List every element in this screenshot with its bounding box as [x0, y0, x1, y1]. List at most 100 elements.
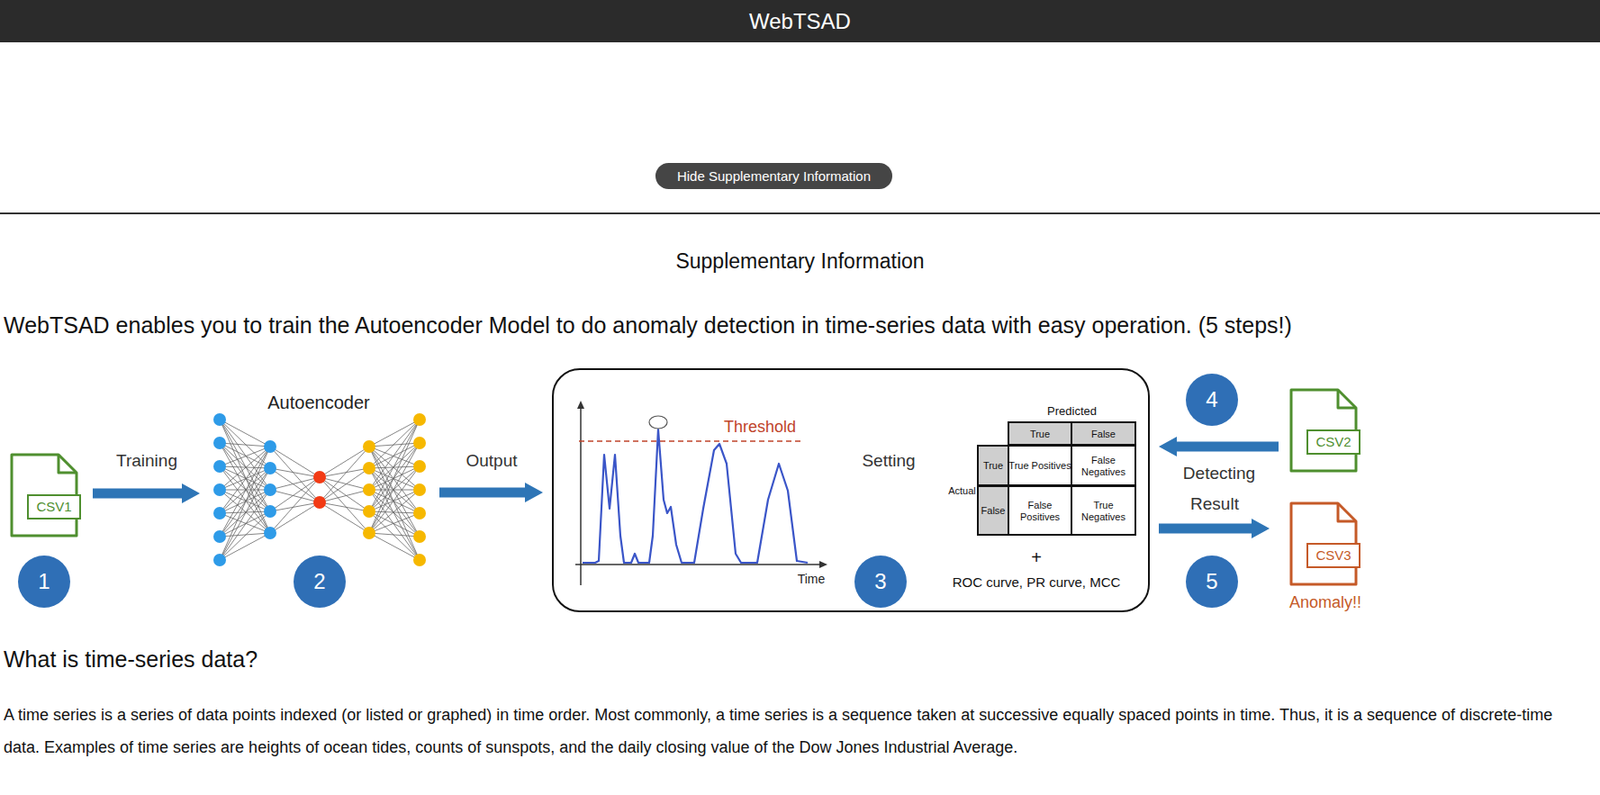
network-graphic: [208, 388, 431, 570]
network-link: [219, 442, 271, 490]
body-paragraph: A time series is a series of data points…: [3, 698, 1593, 764]
section-heading: What is time-series data?: [3, 644, 1596, 674]
arrow-label: Training: [74, 450, 219, 472]
neuron: [263, 483, 277, 497]
network-link: [319, 477, 370, 490]
autoencoder-network: Autoencoder: [208, 388, 431, 570]
network-link: [369, 466, 420, 534]
node-text: Threshold: [719, 416, 801, 437]
flow-arrow: [1158, 518, 1270, 539]
csv-file-icon: CSV3Anomaly!!: [1278, 500, 1373, 616]
node-text: Predicted: [1008, 401, 1136, 422]
step-circle: 1: [18, 555, 71, 608]
network-link: [319, 489, 370, 503]
node-text: Anomaly!!: [1278, 590, 1373, 615]
network-link: [219, 511, 271, 537]
arrow-shaft: [439, 488, 525, 498]
network-link: [319, 502, 370, 534]
network-link: [319, 446, 370, 478]
node-text: CSV2: [1307, 430, 1360, 454]
step-circle: 4: [1185, 373, 1239, 426]
node-text: WebTSAD: [0, 0, 1600, 43]
callout-number: 3: [854, 555, 907, 608]
network-link: [270, 477, 320, 534]
threshold-line: [578, 440, 805, 443]
csv-file-icon: CSV1: [8, 451, 84, 539]
node-text: True: [1008, 422, 1072, 446]
axis-head: [819, 560, 828, 569]
axis-head: [577, 400, 585, 409]
node-text: Actual: [947, 445, 977, 536]
title-bar: WebTSAD: [0, 0, 1600, 43]
neuron: [413, 553, 426, 567]
network-link: [369, 511, 420, 561]
arrow-label: Detecting: [1147, 462, 1292, 485]
matrix-cell: [977, 445, 1009, 486]
network-link: [369, 419, 420, 469]
node-text: Autoencoder: [244, 390, 393, 415]
network-link: [369, 513, 420, 534]
neuron: [362, 461, 376, 475]
arrow-shaft: [1176, 442, 1279, 452]
node-text: +: [991, 546, 1082, 569]
callout-number: 5: [1185, 555, 1239, 608]
file-fold: [58, 454, 77, 473]
neuron: [213, 530, 226, 543]
node-text: False Negatives: [1071, 445, 1136, 487]
callout-number: 4: [1185, 373, 1239, 426]
network-link: [369, 442, 420, 512]
neuron: [263, 440, 277, 453]
matrix-cell: [1008, 445, 1072, 486]
divider-line: [0, 212, 1600, 215]
neuron: [413, 460, 426, 473]
arrow-head: [1158, 436, 1177, 457]
node-text: True: [977, 445, 1009, 487]
anomaly-score-curve: [582, 429, 808, 563]
section-title: Supplementary Information: [0, 249, 1600, 277]
network-link: [369, 489, 420, 512]
arrow-head: [524, 482, 543, 503]
arrow-shaft: [92, 488, 182, 499]
neuron: [362, 526, 376, 540]
network-link: [219, 419, 271, 469]
network-link: [219, 468, 271, 561]
network-link: [369, 446, 420, 561]
neuron: [213, 436, 226, 450]
network-link: [270, 502, 320, 534]
network-link: [319, 446, 370, 503]
flow-arrow: [92, 483, 200, 504]
neuron: [362, 483, 376, 497]
node-text: Hide Supplementary Information: [655, 162, 893, 190]
network-link: [219, 419, 271, 512]
neuron: [213, 413, 226, 426]
network-link: [219, 468, 271, 514]
arrow-head: [181, 483, 200, 504]
node-text: True Positives: [1008, 445, 1072, 487]
network-link: [270, 489, 320, 503]
file-label-box: [1307, 543, 1360, 568]
file-label-box: [1307, 430, 1360, 454]
network-link: [219, 489, 271, 561]
node-text: False: [1071, 422, 1136, 446]
network-link: [219, 446, 271, 537]
threshold-chart: ThresholdTime: [559, 400, 830, 592]
node-text: True Negatives: [1071, 486, 1136, 536]
network-link: [369, 442, 420, 469]
network-link: [369, 442, 420, 534]
neuron: [413, 530, 426, 543]
network-link: [219, 446, 271, 561]
neuron: [213, 506, 226, 520]
file-fold: [1337, 389, 1356, 408]
neuron: [213, 483, 226, 497]
file-label-box: [27, 495, 81, 519]
confusion-matrix: PredictedTrueFalseActualTrueFalseTrue Po…: [947, 399, 1138, 541]
matrix-cell: [1008, 486, 1072, 535]
network-link: [219, 466, 271, 512]
network-link: [369, 468, 420, 561]
network-link: [270, 468, 320, 478]
matrix-cell: [1071, 486, 1136, 535]
arrow-head: [1251, 518, 1270, 539]
toggle-button: Hide Supplementary Information: [655, 162, 893, 190]
node-text: CSV3: [1307, 543, 1360, 568]
